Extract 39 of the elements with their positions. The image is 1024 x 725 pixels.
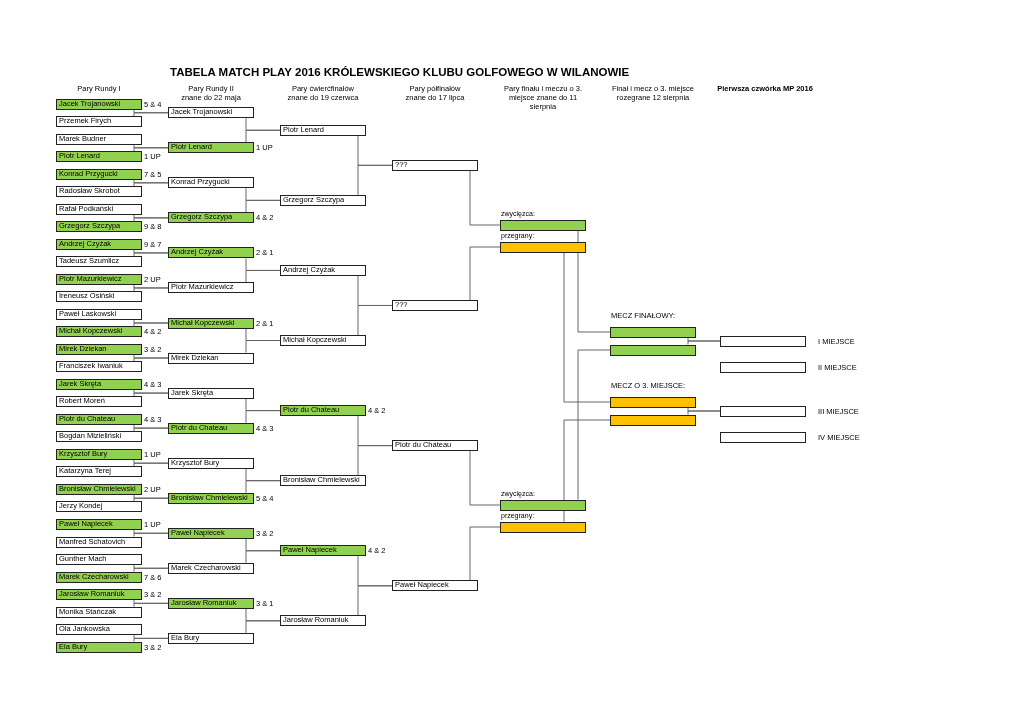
bracket-line (133, 497, 169, 502)
bracket-line (133, 637, 169, 643)
bracket-line (357, 445, 393, 476)
bracket-line (245, 620, 281, 634)
bracket-line (245, 199, 281, 213)
bracket-line (133, 182, 169, 187)
bracket-line (133, 252, 169, 257)
bracket-line (469, 246, 501, 301)
bracket-line (133, 392, 169, 397)
bracket-line (563, 419, 611, 522)
bracket-line (133, 567, 169, 573)
bracket-line (687, 410, 721, 415)
bracket-line (469, 526, 501, 581)
bracket-line (245, 480, 281, 494)
bracket-line (133, 287, 169, 292)
bracket-line (245, 410, 281, 424)
page-title: TABELA MATCH PLAY 2016 KRÓLEWSKIEGO KLUBU GOLFOWEGO W WILANOWIE (170, 66, 630, 78)
bracket-line (133, 602, 169, 608)
bracket-line (577, 349, 611, 500)
bracket-line (245, 550, 281, 564)
bracket-line (133, 427, 169, 432)
bracket-line (687, 340, 721, 345)
bracket-line (357, 164, 393, 196)
bracket-line (133, 462, 169, 467)
bracket-line (469, 450, 501, 506)
bracket-line (577, 230, 611, 333)
bracket-line (563, 252, 611, 403)
bracket-line (469, 170, 501, 226)
bracket-line (133, 322, 169, 327)
bracket-line (245, 129, 281, 143)
bracket-line (245, 269, 281, 283)
bracket-line (133, 147, 169, 152)
bracket-line (133, 112, 169, 117)
bracket-line (133, 357, 169, 362)
bracket-line (357, 305, 393, 336)
bracket-line (133, 532, 169, 537)
bracket-line (245, 340, 281, 354)
bracket-line (357, 585, 393, 616)
bracket-line (133, 217, 169, 222)
